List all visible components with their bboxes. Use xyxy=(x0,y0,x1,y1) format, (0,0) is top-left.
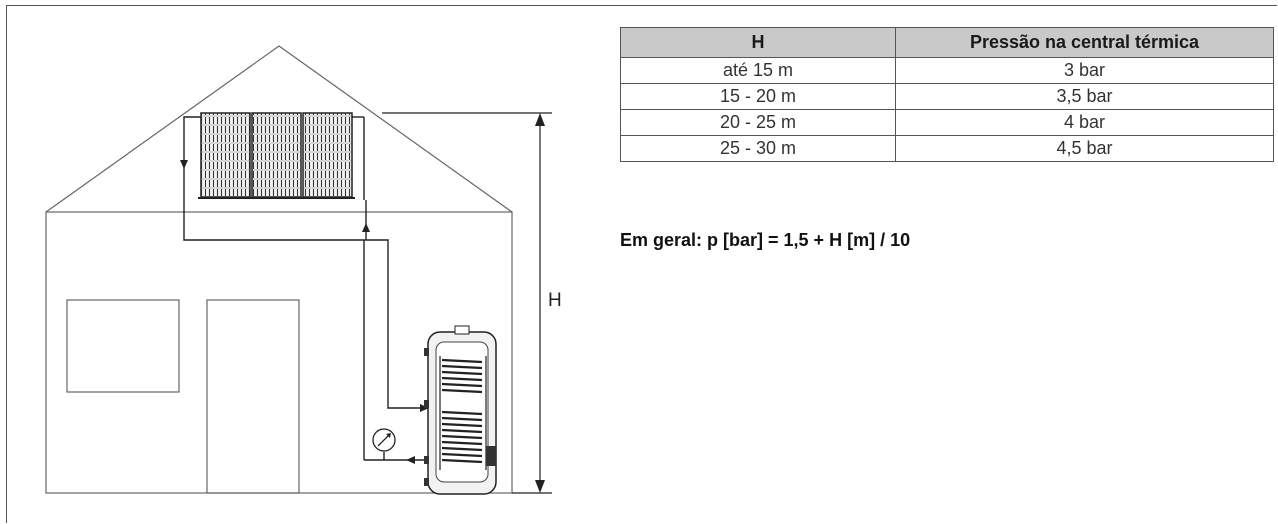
table-header-row: H Pressão na central térmica xyxy=(620,27,1274,58)
table-row: 15 - 20 m 3,5 bar xyxy=(620,83,1274,110)
house-window xyxy=(66,299,180,393)
figure-frame xyxy=(6,5,1277,523)
column-header-pressure: Pressão na central térmica xyxy=(895,27,1274,58)
pressure-gauge-icon xyxy=(372,428,396,452)
flow-arrows xyxy=(180,160,429,464)
height-cell: 15 - 20 m xyxy=(620,83,896,110)
pressure-cell: 4,5 bar xyxy=(895,135,1274,162)
pressure-cell: 3 bar xyxy=(895,57,1274,84)
house-door xyxy=(206,299,300,494)
column-header-height: H xyxy=(620,27,896,58)
table-row: 20 - 25 m 4 bar xyxy=(620,109,1274,136)
table-row: 25 - 30 m 4,5 bar xyxy=(620,135,1274,162)
height-cell: 25 - 30 m xyxy=(620,135,896,162)
storage-tank xyxy=(424,325,497,495)
dimension-arrow-up xyxy=(535,113,545,126)
pressure-table: H Pressão na central térmica até 15 m 3 … xyxy=(620,27,1274,162)
pressure-cell: 3,5 bar xyxy=(895,83,1274,110)
height-dimension xyxy=(382,112,552,494)
solar-piping xyxy=(183,116,428,461)
pressure-cell: 4 bar xyxy=(895,109,1274,136)
table-row: até 15 m 3 bar xyxy=(620,57,1274,84)
height-label: H xyxy=(548,290,562,311)
dimension-arrow-down xyxy=(535,480,545,493)
height-cell: até 15 m xyxy=(620,57,896,84)
solar-collectors xyxy=(198,112,355,199)
house-solar-diagram xyxy=(45,45,552,495)
height-cell: 20 - 25 m xyxy=(620,109,896,136)
pressure-formula: Em geral: p [bar] = 1,5 + H [m] / 10 xyxy=(620,230,911,250)
